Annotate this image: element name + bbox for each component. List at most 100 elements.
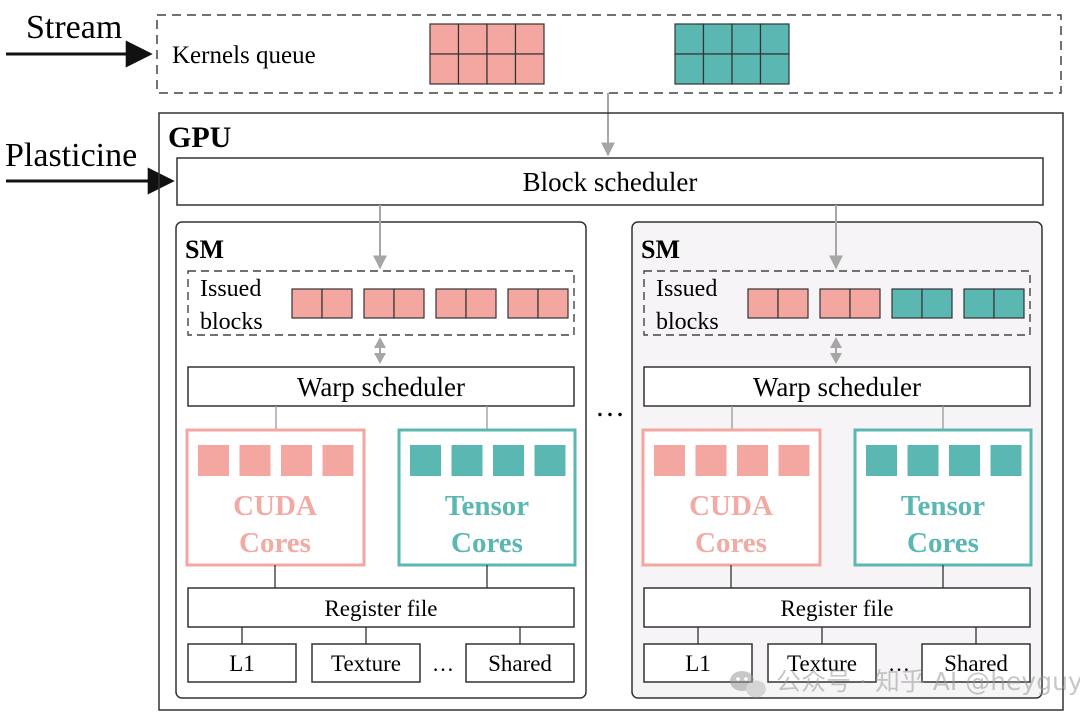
tensor-cores-label: Tensor bbox=[901, 490, 985, 522]
down-arrow-icon bbox=[830, 353, 842, 364]
issued-block-cell bbox=[993, 288, 1025, 319]
issued-block bbox=[507, 288, 569, 319]
gpu-label: GPU bbox=[168, 121, 231, 154]
issued-block-cell bbox=[393, 288, 425, 319]
issued-block-cell bbox=[921, 288, 953, 319]
kernel-block bbox=[702, 23, 733, 55]
issued-block bbox=[435, 288, 497, 319]
issued-blocks-box bbox=[187, 270, 575, 336]
block-scheduler-box bbox=[176, 157, 1044, 206]
cuda-cores-label-2: Cores bbox=[695, 527, 767, 559]
sm-label: SM bbox=[641, 235, 680, 264]
kernels-queue-label: Kernels queue bbox=[172, 42, 316, 69]
cuda-core-unit bbox=[239, 445, 271, 476]
issued-block-cell bbox=[465, 288, 497, 319]
register-file-label: Register file bbox=[324, 596, 437, 621]
kernel-block bbox=[702, 53, 733, 85]
issued-block-cell bbox=[321, 288, 353, 319]
kernel-block bbox=[486, 23, 517, 55]
issued-block bbox=[819, 288, 881, 319]
tensor-cores-label-2: Cores bbox=[451, 527, 523, 559]
issued-block-cell bbox=[363, 288, 395, 319]
issued-block-cell bbox=[537, 288, 569, 319]
tensor-cores-label-2: Cores bbox=[907, 527, 979, 559]
warp-scheduler-box bbox=[643, 366, 1031, 407]
issued-block bbox=[963, 288, 1025, 319]
shared-memory-label: Shared bbox=[944, 651, 1008, 676]
issued-block bbox=[363, 288, 425, 319]
cuda-cores-label: CUDA bbox=[233, 490, 317, 522]
issued-block-cell bbox=[747, 288, 779, 319]
tensor-core-unit bbox=[907, 445, 939, 476]
tensor-core-unit bbox=[949, 445, 980, 476]
cuda-cores-label-2: Cores bbox=[239, 527, 311, 559]
register-file-label: Register file bbox=[780, 596, 893, 621]
up-arrow-icon bbox=[830, 337, 842, 348]
kernel-1 bbox=[429, 23, 545, 85]
cuda-core-unit bbox=[778, 445, 810, 476]
l1-cache-label: L1 bbox=[229, 651, 255, 676]
cuda-core-unit bbox=[198, 445, 229, 476]
tensor-cores-label: Tensor bbox=[445, 490, 529, 522]
kernel-block bbox=[514, 23, 545, 55]
cuda-core-unit bbox=[281, 445, 312, 476]
texture-cache-label: Texture bbox=[787, 651, 857, 676]
block-scheduler-label: Block scheduler bbox=[523, 167, 698, 197]
tensor-core-unit bbox=[866, 445, 897, 476]
kernel-block bbox=[429, 23, 460, 55]
l1-cache-label: L1 bbox=[685, 651, 711, 676]
issued-blocks-label-2: blocks bbox=[200, 309, 263, 335]
cuda-cores: CUDA Cores bbox=[641, 428, 822, 567]
issued-block-cell bbox=[963, 288, 995, 319]
stream-label: Stream bbox=[26, 9, 122, 46]
kernel-block bbox=[674, 53, 705, 85]
warp-scheduler-label: Warp scheduler bbox=[297, 372, 465, 402]
issued-block-cell bbox=[435, 288, 467, 319]
tensor-core-unit bbox=[534, 445, 566, 476]
watermark-text: 公众号 · 知乎 AI @heyguy bbox=[776, 667, 1080, 696]
issued-blocks-label-2: blocks bbox=[656, 309, 719, 335]
warp-scheduler-box bbox=[187, 366, 575, 407]
cuda-core-unit bbox=[737, 445, 768, 476]
l1-cache-box bbox=[187, 643, 297, 683]
shared-memory-box bbox=[465, 643, 575, 683]
texture-cache-box bbox=[311, 643, 421, 683]
issued-block-cell bbox=[291, 288, 323, 319]
tensor-core-unit bbox=[451, 445, 483, 476]
cuda-cores: CUDA Cores bbox=[185, 428, 366, 567]
kernel-block bbox=[514, 53, 545, 85]
shared-memory-box bbox=[921, 643, 1031, 683]
sm-label: SM bbox=[185, 235, 224, 264]
issued-block-cell bbox=[891, 288, 923, 319]
tensor-core-unit bbox=[493, 445, 524, 476]
cuda-core-unit bbox=[654, 445, 685, 476]
cuda-cores-label: CUDA bbox=[689, 490, 773, 522]
issued-blocks-label: Issued bbox=[656, 276, 717, 302]
memory-ellipsis: … bbox=[888, 651, 910, 676]
kernels-queue-items bbox=[429, 23, 790, 85]
kernel-block bbox=[674, 23, 705, 55]
kernel-block bbox=[731, 23, 762, 55]
issued-block-cell bbox=[777, 288, 809, 319]
kernel-block bbox=[457, 23, 488, 55]
issued-block bbox=[891, 288, 953, 319]
plasticine-label: Plasticine bbox=[5, 137, 137, 174]
up-arrow-icon bbox=[374, 337, 386, 348]
kernel-block bbox=[759, 53, 790, 85]
kernel-block bbox=[731, 53, 762, 85]
watermark: 公众号 · 知乎 AI @heyguy bbox=[730, 667, 1080, 698]
issued-blocks-label: Issued bbox=[200, 276, 261, 302]
issued-block-cell bbox=[849, 288, 881, 319]
kernel-block bbox=[486, 53, 517, 85]
cuda-core-unit bbox=[322, 445, 354, 476]
sm-ellipsis: … bbox=[595, 390, 625, 423]
issued-block-cell bbox=[819, 288, 851, 319]
issued-block-cell bbox=[507, 288, 539, 319]
kernel-block bbox=[457, 53, 488, 85]
gpu-box bbox=[158, 112, 1064, 711]
tensor-core-unit bbox=[410, 445, 441, 476]
